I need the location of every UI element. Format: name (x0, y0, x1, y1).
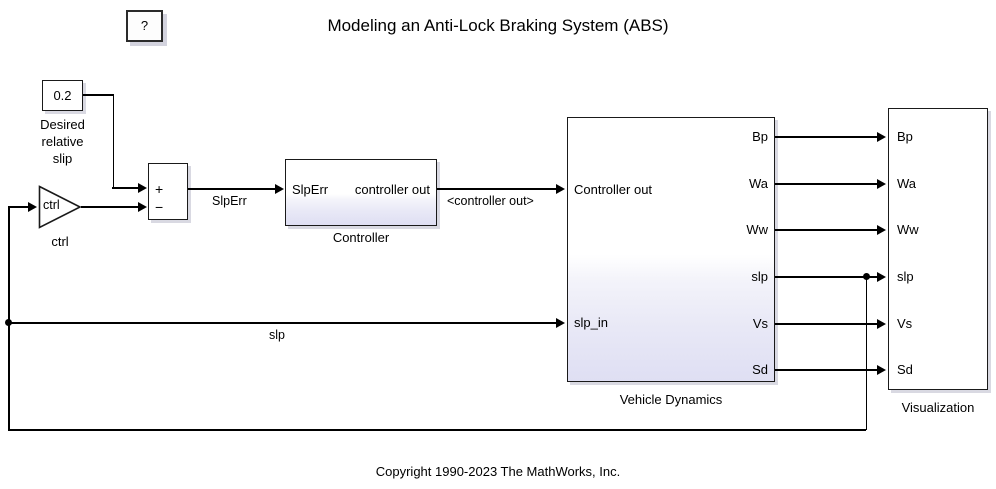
arrow-gain-input (28, 201, 37, 212)
wire-feedback-down-right (865, 276, 867, 430)
arrow-vehicle-slp-in (556, 317, 565, 328)
arrow-vehicle-controller-input (556, 183, 565, 194)
gain-block-label: ctrl (51, 234, 69, 249)
vehicle-output-port-wa: Wa (748, 176, 768, 191)
arrow-vis-wa (877, 178, 886, 189)
constant-block-label: Desired relative slip (40, 117, 85, 166)
vehicle-output-port-slp: slp (751, 269, 768, 284)
sum-minus-sign: − (155, 199, 164, 215)
signal-label-controller-out: <controller out> (447, 194, 534, 208)
vehicle-output-port-sd: Sd (752, 362, 768, 377)
vehicle-dynamics-block-label: Vehicle Dynamics (619, 392, 723, 407)
wire-feedback-bottom (8, 429, 866, 431)
wire-const-to-sum (112, 187, 140, 189)
vehicle-input-port-slp-in: slp_in (574, 315, 608, 330)
controller-block-label: Controller (332, 230, 390, 245)
arrow-vis-vs (877, 318, 886, 329)
wire-ww (775, 229, 879, 231)
constant-block-desired-slip[interactable]: 0.2 (42, 80, 83, 111)
wire-gain-to-sum (81, 206, 140, 208)
arrow-vis-slp (877, 271, 886, 282)
visualization-input-port-bp: Bp (897, 129, 913, 144)
sum-plus-sign: + (155, 181, 164, 197)
wire-wa (775, 183, 879, 185)
wire-feedback-to-gain (8, 206, 30, 208)
signal-label-slperr: SlpErr (212, 194, 247, 208)
arrow-sum-plus-input (138, 182, 147, 193)
sum-block[interactable]: + − (148, 163, 188, 220)
visualization-input-port-slp: slp (897, 269, 914, 284)
arrow-vis-bp (877, 131, 886, 142)
visualization-block-label: Visualization (901, 400, 975, 415)
visualization-input-port-ww: Ww (897, 222, 919, 237)
visualization-input-port-vs: Vs (897, 316, 913, 331)
wire-const-right (83, 94, 114, 96)
wire-slp-to-vehicle-input (8, 322, 559, 324)
constant-value: 0.2 (53, 88, 72, 103)
wire-const-down (112, 94, 114, 188)
gain-block-ctrl[interactable]: ctrl (38, 185, 82, 229)
gain-triangle-icon (38, 185, 82, 229)
vehicle-output-port-vs: Vs (752, 316, 768, 331)
copyright-text: Copyright 1990-2023 The MathWorks, Inc. (375, 464, 621, 479)
controller-subsystem-block[interactable] (285, 159, 437, 226)
wire-vs (775, 323, 879, 325)
arrow-vis-sd (877, 364, 886, 375)
gain-value: ctrl (43, 198, 60, 212)
vehicle-input-port-controller-out: Controller out (574, 182, 653, 197)
question-mark-icon: ? (140, 18, 149, 33)
vehicle-output-port-ww: Ww (746, 222, 768, 237)
signal-label-slp-feedback: slp (269, 328, 285, 342)
wire-controller-to-vehicle (437, 188, 559, 190)
vehicle-output-port-bp: Bp (752, 129, 768, 144)
wire-slp (775, 276, 879, 278)
vehicle-dynamics-subsystem-block[interactable] (567, 117, 775, 382)
visualization-input-port-wa: Wa (897, 176, 917, 191)
arrow-controller-input (275, 183, 284, 194)
page-title: Modeling an Anti-Lock Braking System (AB… (327, 16, 669, 35)
wire-sd (775, 369, 879, 371)
controller-output-port-controller-out: controller out (354, 182, 430, 197)
visualization-block[interactable] (888, 108, 988, 390)
help-block[interactable]: ? (126, 10, 163, 42)
wire-bp (775, 136, 879, 138)
arrow-vis-ww (877, 224, 886, 235)
visualization-input-port-sd: Sd (897, 362, 913, 377)
wire-feedback-up-left (8, 206, 10, 430)
controller-input-port-slperr: SlpErr (292, 182, 329, 197)
wire-sum-to-controller (188, 188, 278, 190)
arrow-sum-minus-input (138, 201, 147, 212)
